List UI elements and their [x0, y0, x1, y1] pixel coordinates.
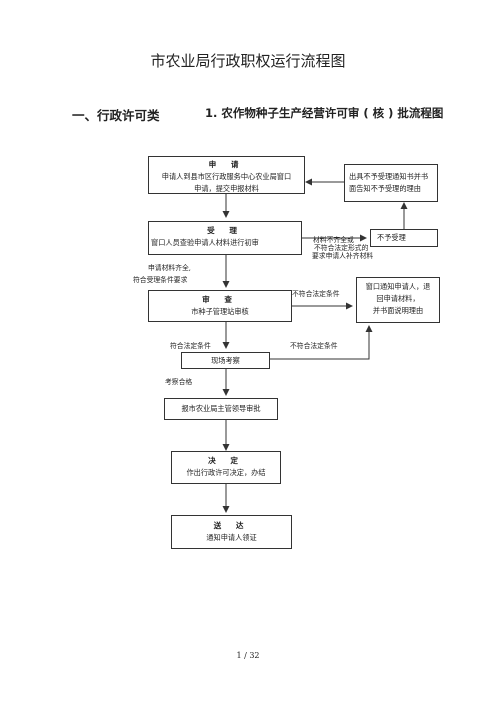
accept-text: 窗口人员查验申请人材料进行初审 [151, 238, 259, 247]
decision-text: 作出行政许可决定，办结 [186, 468, 266, 477]
label-not-qualified-1: 不符合法定条件 [292, 290, 340, 298]
decision-title: 决 定 [208, 456, 244, 465]
review-box: 审 查 市种子管理站审核 [148, 290, 292, 322]
label-qualified: 符合法定条件 [170, 342, 211, 350]
accept-title: 受 理 [207, 226, 243, 235]
not-accept-box: 不予受理 [370, 229, 438, 247]
arrow-inspection-to-return [270, 325, 373, 360]
return-notice-box: 窗口通知申请人，退 回申请材料， 并书面说明理由 [356, 277, 440, 323]
site-inspection-box: 现场考察 [181, 352, 270, 369]
delivery-text: 通知申请人领证 [206, 533, 257, 542]
label-material-incomplete-1: 材料不齐全或 [313, 236, 354, 244]
label-material-complete-1: 申请材料齐全, [148, 264, 191, 272]
page-title: 市农业局行政职权运行流程图 [150, 52, 346, 70]
site-inspection-text: 现场考察 [211, 356, 240, 365]
not-accept-notice-box: 出具不予受理通知书并书 面告知不予受理的理由 [344, 164, 438, 202]
apply-text-2: 申请，提交申报材料 [194, 184, 259, 193]
apply-text-1: 申请人到县市区行政服务中心农业局窗口 [161, 172, 292, 181]
decision-box: 决 定 作出行政许可决定，办结 [171, 451, 281, 484]
label-material-complete-2: 符合受理条件要求 [133, 276, 188, 284]
delivery-box: 送 达 通知申请人领证 [171, 515, 292, 549]
return-notice-text-1: 窗口通知申请人，退 [365, 282, 431, 291]
section-heading: 一、行政许可类 [72, 108, 160, 123]
leader-approval-box: 报市农业局主管领导审批 [164, 398, 278, 420]
review-text: 市种子管理站审核 [191, 307, 249, 316]
review-title: 审 查 [202, 295, 238, 304]
flowchart-title: 1. 农作物种子生产经营许可审 ( 核 ) 批流程图 [205, 106, 444, 120]
not-accept-text: 不予受理 [377, 233, 406, 242]
return-notice-text-2: 回申请材料， [376, 294, 420, 303]
page-number: 1 / 32 [236, 651, 260, 660]
apply-box: 申 请 申请人到县市区行政服务中心农业局窗口 申请，提交申报材料 [148, 156, 305, 194]
delivery-title: 送 达 [213, 521, 250, 530]
return-notice-text-3: 并书面说明理由 [372, 306, 424, 315]
label-material-incomplete-2: 不符合法定形式的 [314, 244, 369, 252]
accept-box: 受 理 窗口人员查验申请人材料进行初审 [148, 221, 302, 255]
label-inspection-pass: 考察合格 [165, 378, 193, 386]
leader-approval-text: 报市农业局主管领导审批 [181, 404, 261, 413]
apply-title: 申 请 [208, 160, 245, 169]
label-material-incomplete-3: 要求申请人补齐材料 [312, 252, 374, 260]
not-accept-notice-text-1: 出具不予受理通知书并书 [349, 172, 429, 181]
not-accept-notice-text-2: 面告知不予受理的理由 [349, 184, 421, 193]
label-not-qualified-2: 不符合法定条件 [290, 342, 338, 350]
